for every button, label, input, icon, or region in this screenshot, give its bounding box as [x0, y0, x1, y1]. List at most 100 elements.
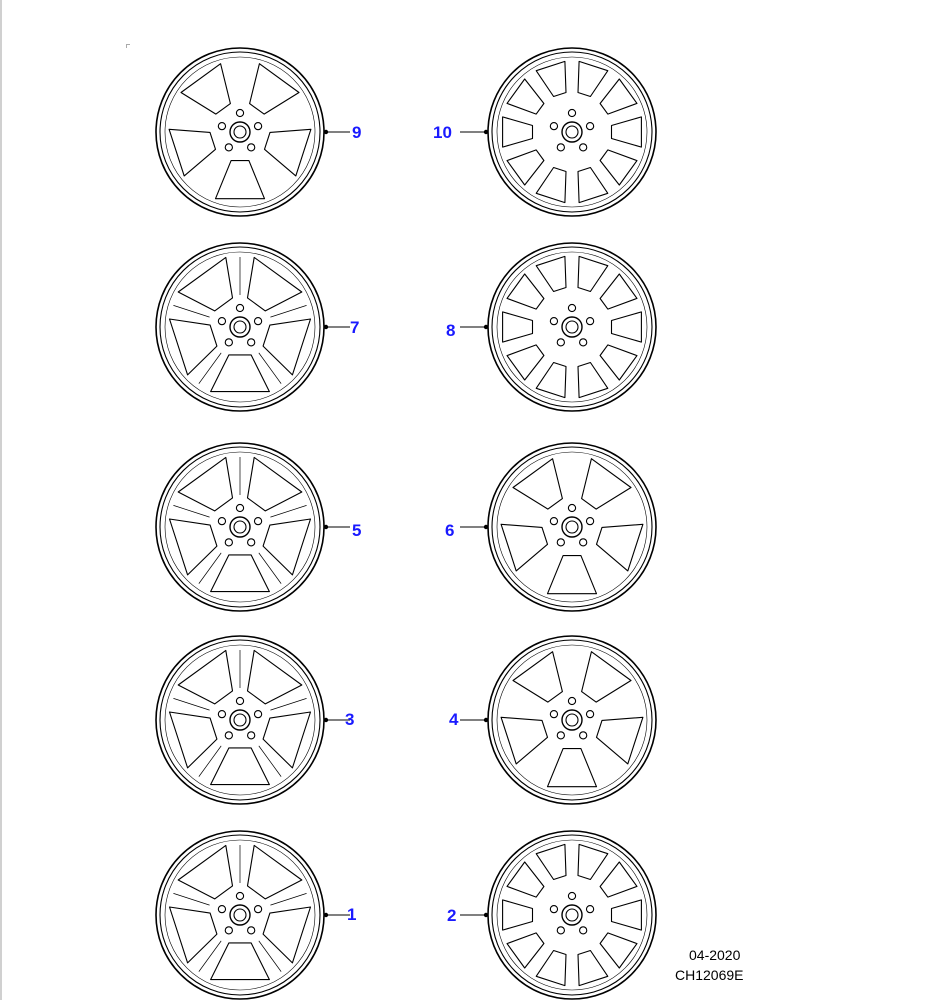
lug-nut [224, 538, 233, 547]
lug-nut [579, 926, 588, 935]
center-cap [229, 709, 251, 731]
leader-dot [483, 129, 489, 135]
spoke-groove [198, 745, 222, 777]
wheel-window [177, 256, 234, 312]
lug-nut [247, 338, 256, 347]
wheel-1 [155, 830, 325, 1000]
spoke-groove [258, 940, 282, 972]
lug-nut [556, 731, 565, 740]
lug-nut [235, 108, 245, 118]
wheel-window [512, 651, 563, 703]
wheel-window [168, 318, 218, 376]
wheel-window [535, 255, 567, 293]
wheel-window [506, 861, 545, 898]
wheel-window [246, 844, 303, 900]
wheel-window [500, 716, 549, 765]
lug-nut [567, 108, 577, 118]
wheel-window [263, 128, 312, 177]
lug-nut [567, 303, 577, 313]
wheel-window [506, 273, 545, 310]
wheel-window [577, 361, 609, 399]
lug-nut [567, 503, 577, 513]
callout-label: 5 [352, 521, 362, 540]
callout-label: 6 [445, 521, 455, 540]
wheel-window [599, 344, 638, 381]
leader-dot [323, 524, 329, 530]
lug-nut [253, 709, 263, 719]
lug-nut [585, 904, 595, 914]
wheel-window [610, 116, 642, 148]
lug-nut [253, 516, 263, 526]
wheel-4 [487, 635, 657, 805]
callout-label: 7 [350, 318, 360, 337]
spoke-groove [258, 552, 282, 584]
lug-nut [224, 143, 233, 152]
wheel-window [210, 747, 270, 786]
wheel-8 [487, 242, 657, 412]
wheel-6 [487, 442, 657, 612]
center-cap [561, 904, 583, 926]
wheel-window [177, 456, 234, 512]
wheel-window [595, 523, 644, 572]
leader-dot [483, 717, 489, 723]
lug-nut [556, 538, 565, 547]
wheel-5 [155, 442, 325, 612]
lug-nut [253, 904, 263, 914]
spoke-groove [258, 745, 282, 777]
callout-label: 1 [347, 905, 357, 924]
wheel-window [599, 932, 638, 969]
wheel-window [210, 354, 270, 393]
center-cap [229, 121, 251, 143]
wheel-window [506, 78, 545, 115]
wheel-3 [155, 635, 325, 805]
lug-nut [579, 338, 588, 347]
wheel-window [577, 166, 609, 204]
wheel-window [246, 649, 303, 705]
spoke-groove [270, 305, 307, 318]
spoke-groove [270, 893, 307, 906]
lug-nut [235, 696, 245, 706]
wheel-window [535, 949, 567, 987]
leader-dot [483, 912, 489, 918]
center-cap [229, 904, 251, 926]
wheel-window [262, 318, 312, 376]
spoke-groove [173, 893, 210, 906]
center-cap [561, 316, 583, 338]
lug-nut [556, 143, 565, 152]
wheel-window [581, 651, 632, 703]
leader-dot [323, 912, 329, 918]
wheel-window [535, 361, 567, 399]
wheel-window [610, 311, 642, 343]
wheel-window [210, 942, 270, 981]
spoke-groove [198, 552, 222, 584]
wheel-window [506, 149, 545, 186]
wheel-window [577, 60, 609, 98]
wheel-window [512, 458, 563, 510]
lug-nut [247, 143, 256, 152]
wheel-window [249, 63, 300, 115]
callout-label: 3 [345, 710, 355, 729]
wheel-window [214, 160, 266, 200]
lug-nut [217, 709, 227, 719]
footer-code: CH12069E [675, 967, 744, 983]
lug-nut [217, 904, 227, 914]
center-cap [229, 316, 251, 338]
wheel-window [535, 166, 567, 204]
page-edge [0, 0, 2, 1000]
lug-nut [235, 891, 245, 901]
wheel-10 [487, 47, 657, 217]
wheel-window [535, 843, 567, 881]
lug-nut [235, 503, 245, 513]
lug-nut [253, 316, 263, 326]
lug-nut [247, 731, 256, 740]
wheel-window [246, 256, 303, 312]
crop-mark [126, 44, 130, 48]
lug-nut [217, 516, 227, 526]
wheel-window [546, 748, 598, 788]
wheel-window [502, 311, 534, 343]
wheel-window [262, 711, 312, 769]
lug-nut [549, 316, 559, 326]
lug-nut [217, 121, 227, 131]
footer-date: 04-2020 [689, 947, 741, 963]
spoke-groove [198, 940, 222, 972]
